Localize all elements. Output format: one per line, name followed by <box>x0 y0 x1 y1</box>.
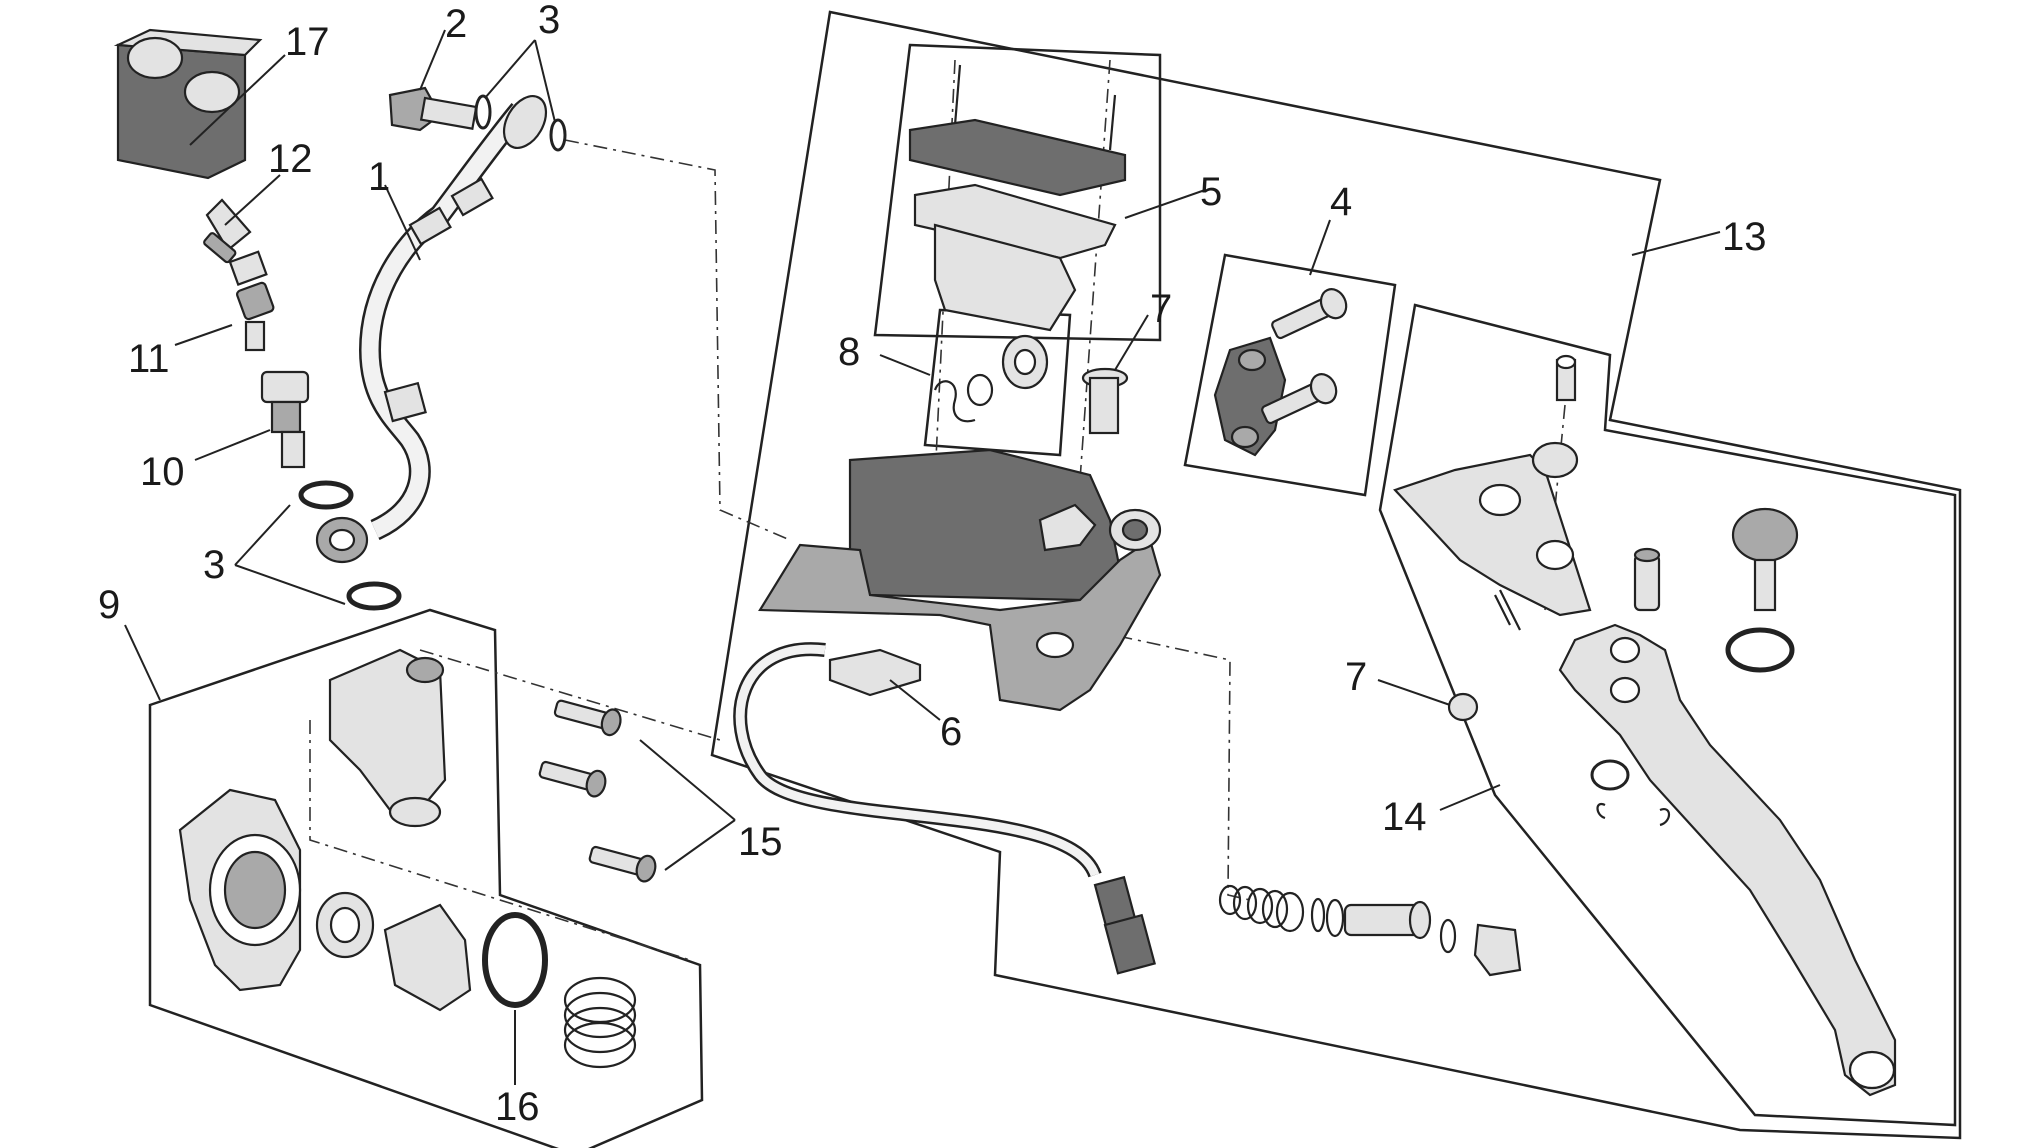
group-outline-4 <box>1183 253 1397 497</box>
master-cylinder-internals <box>1218 884 1522 977</box>
part-3-washers-bottom <box>298 480 402 611</box>
callout-7-lower: 7 <box>1345 655 1367 699</box>
callout-1: 1 <box>368 155 390 199</box>
part-4-clamp <box>1213 288 1348 457</box>
internal-spring <box>1218 884 1305 933</box>
part-2-banjo-bolt <box>388 86 478 132</box>
part-5-reservoir-cap <box>908 64 1127 332</box>
callout-15: 15 <box>738 820 783 864</box>
part-11-bleed-valve <box>228 250 275 352</box>
part-15-screws <box>538 699 657 883</box>
group-outline-9 <box>148 608 704 1148</box>
callout-10: 10 <box>140 450 185 494</box>
part-6-clutch-switch <box>733 642 1156 975</box>
part-7-pivot-pin-upper <box>1081 367 1129 435</box>
callout-3-bottom: 3 <box>203 543 225 587</box>
callout-11: 11 <box>128 337 170 381</box>
part-10-union-fitting <box>260 370 310 469</box>
callout-4: 4 <box>1330 180 1352 224</box>
callout-14: 14 <box>1382 795 1427 839</box>
callout-9: 9 <box>98 583 120 627</box>
group-outline-14 <box>1378 303 1957 1127</box>
part-14-lever-assembly <box>1393 354 1897 1097</box>
callout-16: 16 <box>495 1085 540 1129</box>
callout-5: 5 <box>1200 170 1222 214</box>
group-outline-8 <box>923 308 1072 457</box>
callout-17: 17 <box>285 20 330 64</box>
part-1-clutch-hose <box>315 95 548 564</box>
callout-7-upper: 7 <box>1150 287 1172 331</box>
leader-lines <box>124 29 1721 1085</box>
callout-6: 6 <box>940 710 962 754</box>
callout-13: 13 <box>1722 215 1767 259</box>
part-12-bleed-cap <box>203 198 252 264</box>
callout-labels: 17 2 3 12 1 11 10 3 9 5 4 13 7 8 7 6 15 … <box>98 0 1767 1129</box>
part-3-washers-top <box>474 94 567 152</box>
callout-2: 2 <box>445 2 467 46</box>
part-8-seal-and-clip <box>933 334 1049 423</box>
part-14-pin <box>1633 547 1661 612</box>
part-9-slave-cylinder <box>178 648 637 1069</box>
part-17-grommet <box>113 28 263 180</box>
master-cylinder-body <box>758 448 1162 712</box>
group-outline-5 <box>873 43 1162 342</box>
callout-12: 12 <box>268 137 313 181</box>
part-9-spring <box>563 976 637 1069</box>
callout-3-top: 3 <box>538 0 560 42</box>
callout-8: 8 <box>838 330 860 374</box>
part-14-adjuster-knob <box>1725 507 1799 673</box>
